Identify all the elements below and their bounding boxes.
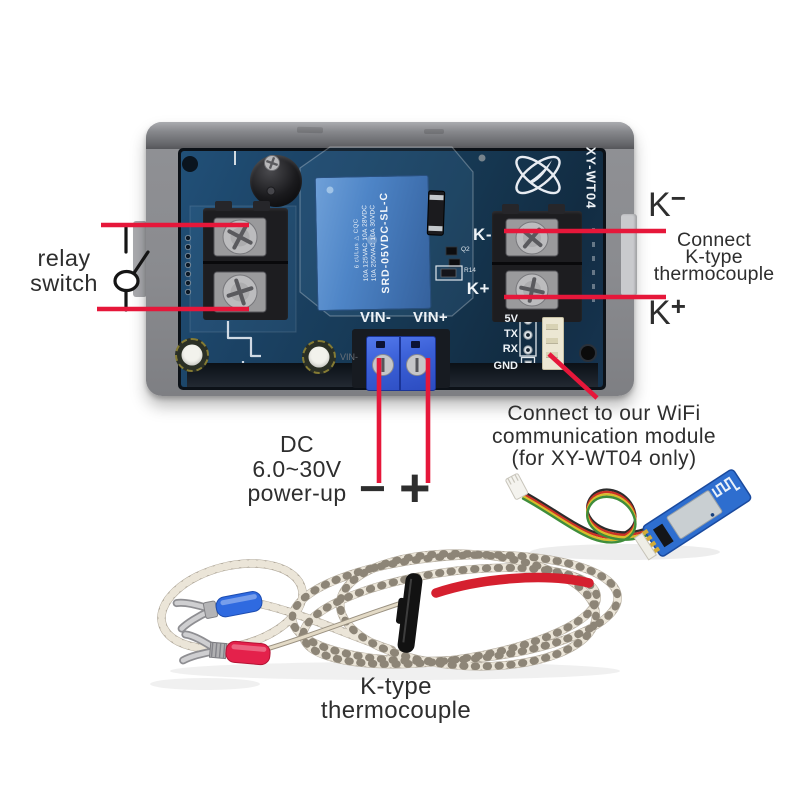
wifi-pcb bbox=[633, 469, 752, 561]
pcb-mount-hole bbox=[581, 346, 595, 360]
ktype-line2: thermocouple bbox=[320, 696, 472, 724]
board-model-label: XY-WT04 bbox=[583, 146, 599, 210]
silkscreen-vin-plus: VIN+ bbox=[413, 309, 448, 326]
thermocouple-probe-red bbox=[179, 630, 271, 666]
connect-line2: K-type bbox=[685, 246, 743, 268]
terminal-tab bbox=[215, 201, 232, 211]
k-plus-sign: + bbox=[670, 291, 686, 321]
wifi-line3: (for XY-WT04 only) bbox=[511, 447, 697, 470]
terminal-divider bbox=[399, 337, 401, 390]
relay: 6 cULus △ CQC 10A 125VAC 10A 28VDC 10A 2… bbox=[314, 174, 432, 312]
dc-line1: DC bbox=[279, 431, 315, 457]
silkscreen-r14: R14 bbox=[464, 267, 476, 274]
k-plus-label: K+ bbox=[648, 291, 686, 333]
case-side-tab-left bbox=[133, 221, 147, 297]
case-side-tab-right bbox=[621, 214, 637, 296]
connect-thermocouple-label: Connect K-type thermocouple bbox=[632, 229, 796, 285]
minus-symbol: − bbox=[359, 462, 387, 514]
terminal-tab bbox=[502, 204, 519, 214]
connector-slot bbox=[546, 352, 558, 358]
silkscreen-k-plus: K+ bbox=[466, 279, 490, 298]
k-type-thermocouple-label: K-type thermocouple bbox=[294, 675, 498, 722]
wire-hole bbox=[376, 341, 385, 348]
silkscreen-vin-small: VIN- bbox=[340, 352, 358, 362]
dc-line2: 6.0~30V bbox=[252, 455, 342, 482]
ktype-line1: K-type bbox=[360, 673, 432, 700]
wifi-connector-socket bbox=[542, 317, 564, 370]
wifi-antenna-trace bbox=[711, 476, 741, 498]
wifi-cable-connector bbox=[505, 473, 529, 500]
dc-power-label: DC 6.0~30V power-up bbox=[235, 432, 359, 506]
silkscreen-tx: TX bbox=[503, 328, 518, 340]
connect-line1: Connect bbox=[676, 229, 752, 251]
terminal-divider bbox=[203, 261, 288, 264]
relay-model: SRD-05VDC-SL-C bbox=[377, 191, 392, 294]
capacitor bbox=[302, 340, 336, 374]
terminal-tab bbox=[548, 204, 565, 214]
silkscreen-gnd: GND bbox=[493, 360, 518, 372]
red-cable-sleeve bbox=[431, 572, 594, 598]
case-top-wall bbox=[146, 122, 634, 149]
relay-output-terminal bbox=[203, 201, 288, 320]
dc-line3: power-up bbox=[247, 480, 347, 506]
relay-switch-label: relay switch bbox=[10, 246, 118, 296]
wifi-module-label: Connect to our WiFi communication module… bbox=[452, 402, 756, 471]
capacitor-top bbox=[308, 346, 330, 368]
plus-symbol: + bbox=[399, 458, 431, 518]
connect-line3: thermocouple bbox=[653, 263, 775, 285]
relay-markings: 6 cULus △ CQC 10A 125VAC 10A 28VDC 10A 2… bbox=[353, 179, 394, 308]
terminal-divider bbox=[492, 262, 582, 265]
k-plus-base: K bbox=[648, 294, 671, 332]
power-input-terminal bbox=[366, 336, 436, 391]
silkscreen-5v: 5V bbox=[504, 313, 518, 325]
capacitor bbox=[175, 338, 209, 372]
terminal-tab bbox=[253, 201, 270, 211]
buzzer bbox=[250, 155, 302, 207]
k-minus-base: K bbox=[648, 186, 671, 224]
relay-switch-line2: switch bbox=[30, 270, 98, 296]
k-minus-sign: − bbox=[670, 183, 686, 213]
wire-hole bbox=[411, 341, 420, 348]
relay-switch-line1: relay bbox=[37, 245, 91, 271]
wifi-line1: Connect to our WiFi bbox=[507, 402, 701, 425]
silkscreen-q2: Q2 bbox=[461, 246, 470, 253]
silkscreen-rx: RX bbox=[502, 343, 518, 355]
thermocouple-probe-blue bbox=[172, 591, 263, 633]
wifi-line2: communication module bbox=[492, 424, 716, 448]
wifi-module-photo bbox=[505, 469, 752, 561]
capacitor-top bbox=[181, 344, 203, 366]
thermocouple-photo bbox=[150, 549, 622, 690]
probe-rod bbox=[259, 596, 415, 654]
k-minus-label: K− bbox=[648, 183, 686, 225]
cable-clip bbox=[395, 573, 423, 653]
connector-slot bbox=[546, 338, 558, 344]
silkscreen-k-minus: K- bbox=[473, 225, 492, 244]
silkscreen-vin-minus: VIN- bbox=[360, 309, 392, 326]
thermocouple-terminal bbox=[492, 204, 582, 322]
connector-slot bbox=[546, 324, 558, 330]
